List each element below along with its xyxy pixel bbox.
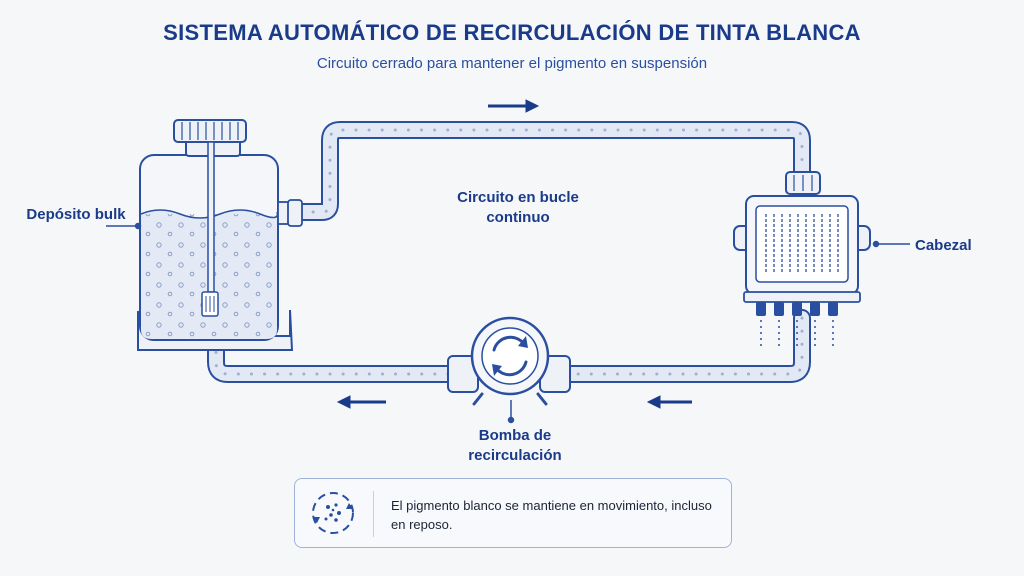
print-head <box>733 171 871 346</box>
flow-arrow-icon <box>488 99 540 113</box>
note-text: El pigmento blanco se mantiene en movimi… <box>391 498 712 532</box>
bulk-tank <box>137 119 303 351</box>
tubing-loop <box>207 121 811 383</box>
label-bomba: Bomba de recirculación <box>468 427 562 464</box>
info-note: El pigmento blanco se mantiene en movimi… <box>294 478 732 548</box>
label-cabezal: Cabezal <box>915 237 972 254</box>
leader-lines <box>106 222 910 424</box>
flow-arrow-icon <box>336 395 386 409</box>
particles-cycle-icon <box>312 492 354 534</box>
diagram-subtitle: Circuito cerrado para mantener el pigmen… <box>316 55 708 72</box>
flow-arrow-icon <box>646 395 692 409</box>
diagram-title: SISTEMA AUTOMÁTICO DE RECIRCULACIÓN DE T… <box>163 20 861 45</box>
recirculation-arrows-icon <box>492 335 528 377</box>
label-circuito: Circuito en bucle continuo <box>457 189 579 226</box>
label-deposito-bulk: Depósito bulk <box>26 206 126 223</box>
note-divider <box>373 491 374 537</box>
recirculation-pump <box>447 316 571 406</box>
